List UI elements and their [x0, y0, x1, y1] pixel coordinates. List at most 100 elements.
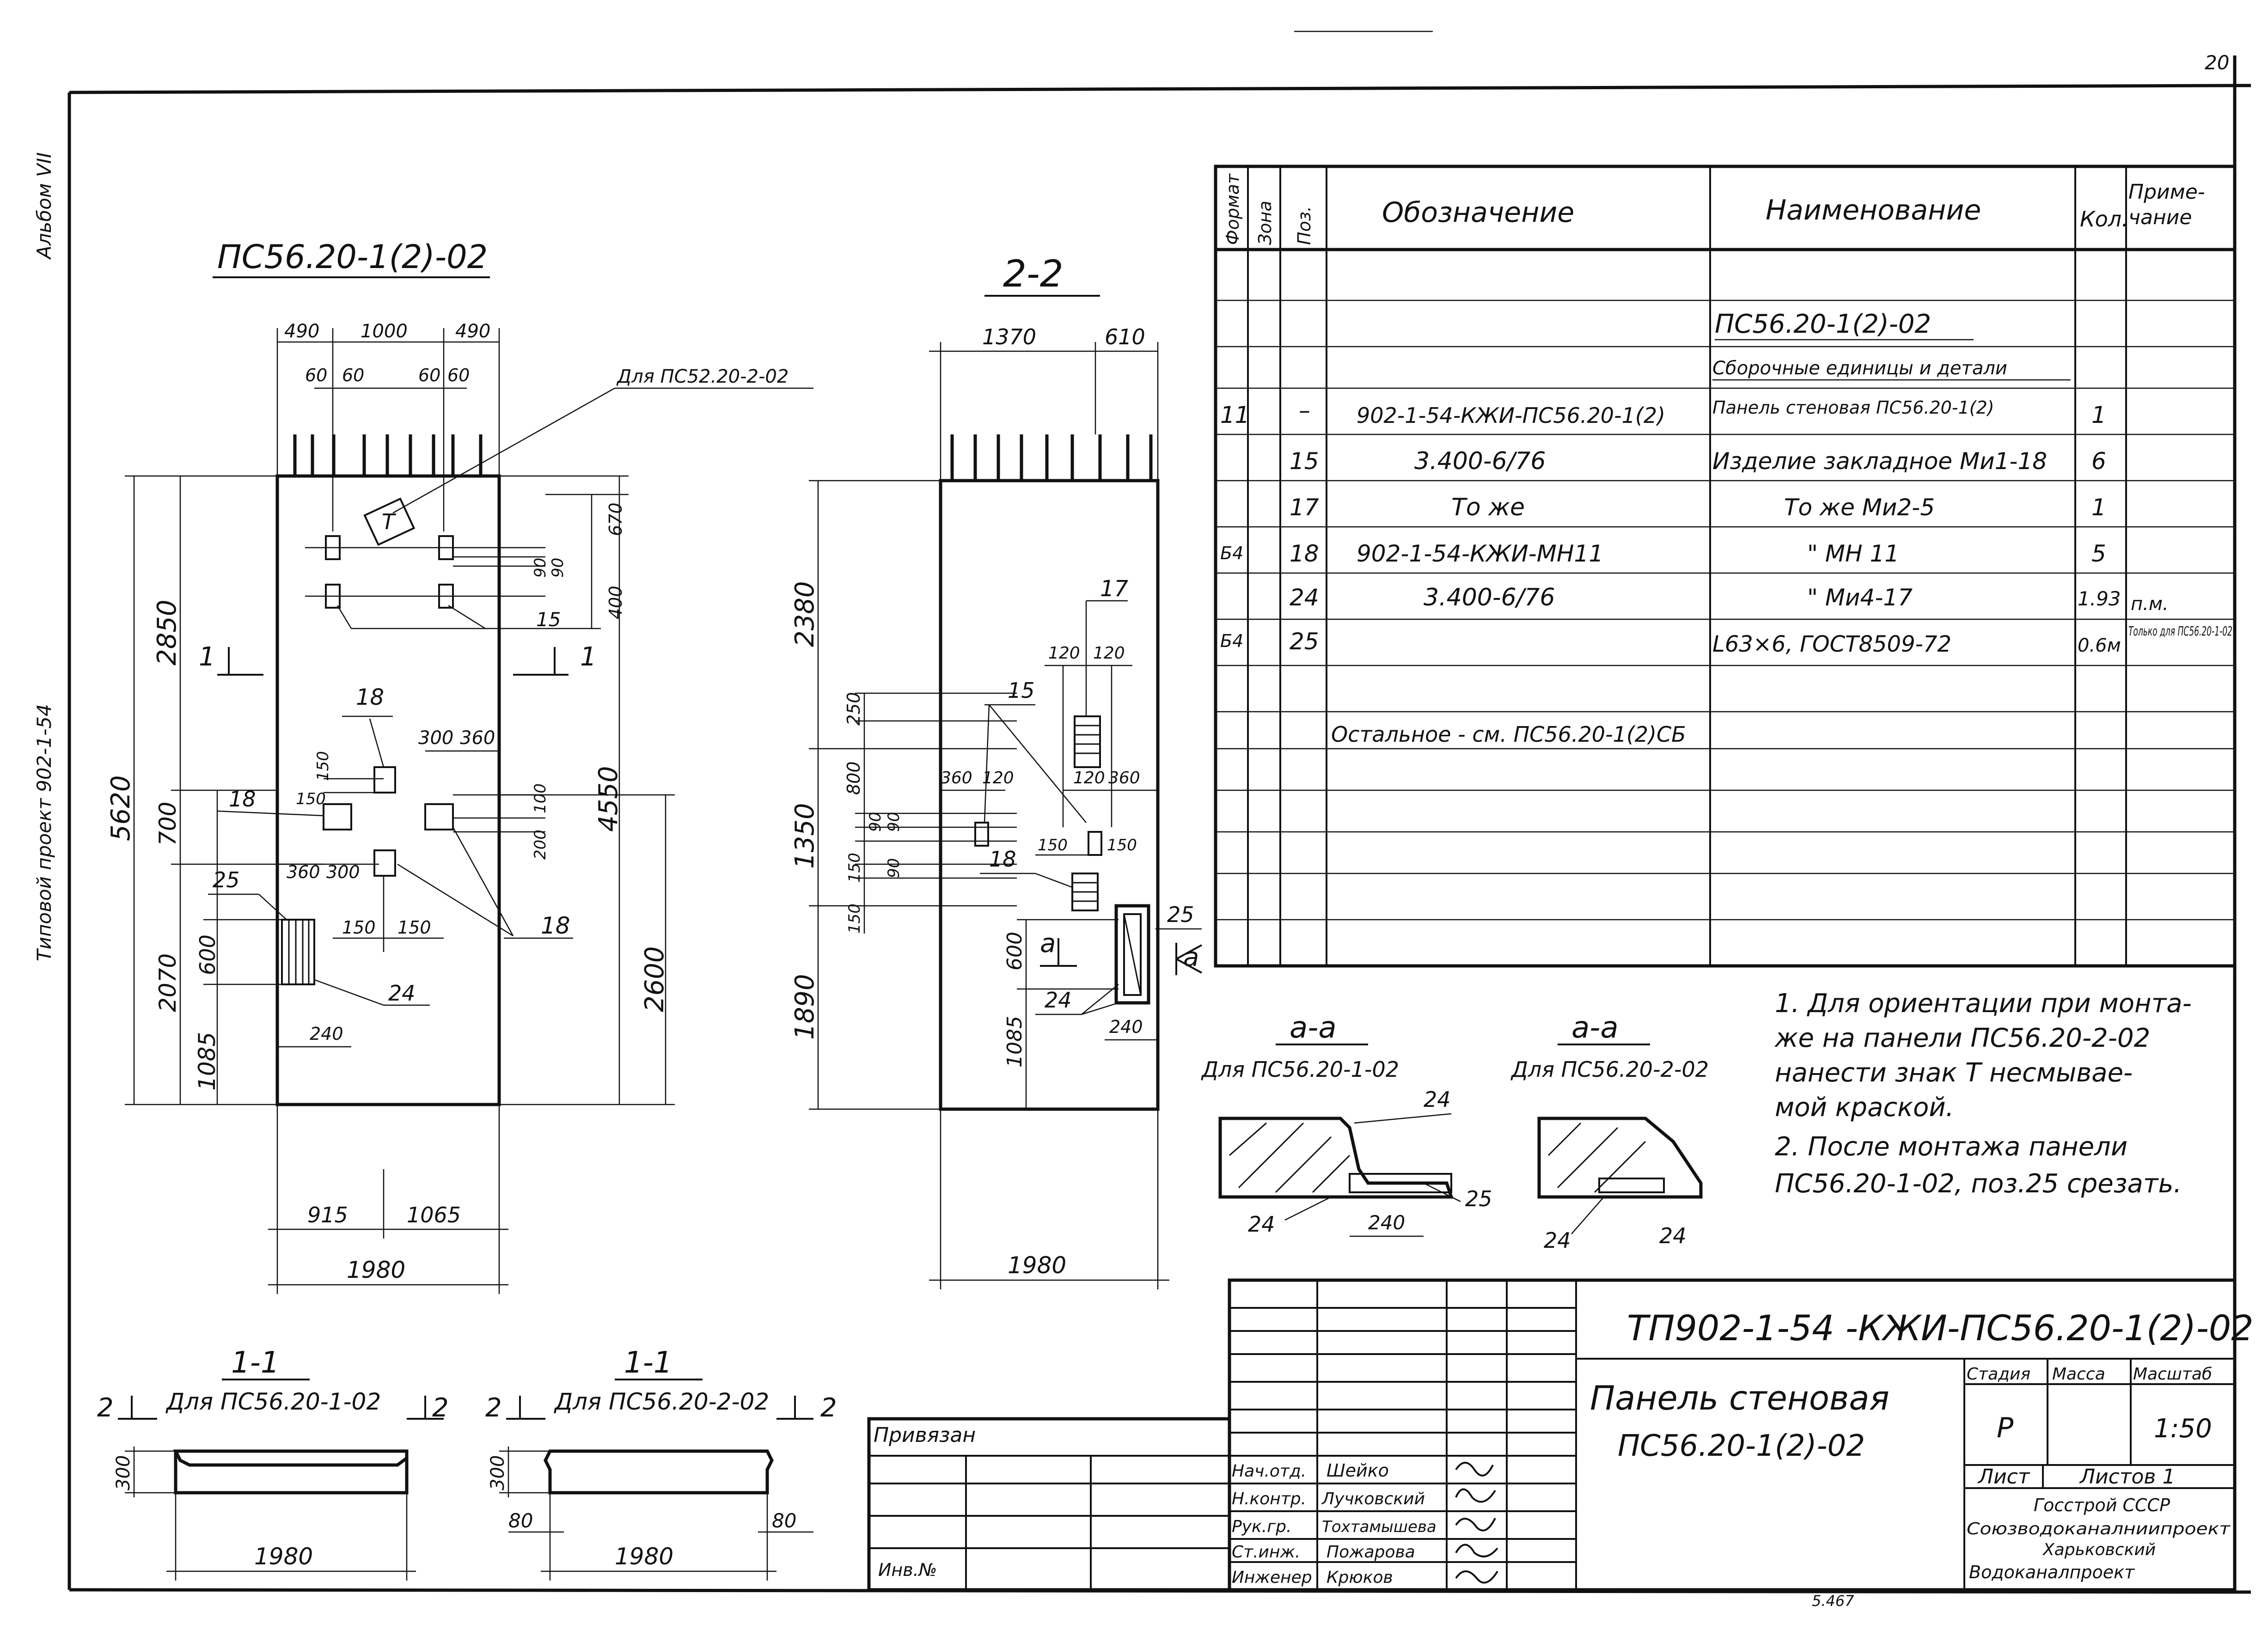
dim-5620: 5620	[106, 775, 136, 841]
dim-670: 670	[605, 502, 626, 536]
hdr-naim: Наименование	[1766, 194, 1981, 226]
tb-name: Тохтамышева	[1322, 1518, 1437, 1536]
cut-1-left: 1	[199, 642, 215, 672]
callout-note: Для ПС52.20-2-02	[616, 366, 789, 387]
row-oboz: 3.400-6/76	[1424, 584, 1555, 611]
dim-600: 600	[195, 934, 220, 975]
s11b-dim-80-right: 80	[772, 1509, 796, 1532]
dim-60-c: 60	[418, 365, 440, 385]
label-18-right: 18	[541, 912, 570, 939]
s11b-dim-1980: 1980	[615, 1543, 673, 1570]
dim-150-22b: 150	[845, 903, 864, 934]
row-prim: п.м.	[2131, 593, 2169, 615]
dim-610: 610	[1105, 324, 1145, 349]
dim-150-c: 150	[342, 917, 376, 938]
dim-4550: 4550	[593, 766, 624, 832]
dim-top-1000: 1000	[361, 321, 408, 342]
row-kol: 1	[2091, 402, 2106, 428]
row-oboz: То же	[1451, 494, 1525, 521]
dim-90a: 90	[531, 558, 550, 578]
row-naim: Панель стеновая ПС56.20-1(2)	[1712, 397, 1994, 418]
tb-name: Крюков	[1327, 1568, 1393, 1587]
dim-2850: 2850	[152, 599, 182, 665]
row-pos: 11	[1220, 402, 1250, 428]
dim-150-left: 150	[296, 790, 326, 808]
aa1-label-24-bot: 24	[1248, 1212, 1275, 1237]
label-15-main: 15	[536, 608, 561, 631]
rebar-outlets-22	[950, 434, 1153, 481]
dim-360-bot: 360	[287, 862, 320, 882]
hdr-oboz: Обозначение	[1382, 196, 1574, 229]
hdr-kol: Кол.	[2080, 207, 2128, 232]
section-22-title: 2-2	[1003, 252, 1064, 295]
tb-org2: Союзводоканалниипроект	[1967, 1520, 2231, 1538]
row-naim: L63×6, ГОСТ8509-72	[1712, 631, 1951, 657]
spec-subtitle-row: Сборочные единицы и детали	[1712, 358, 2007, 379]
dim-2600: 2600	[640, 946, 670, 1012]
dim-300-bot: 300	[326, 862, 360, 882]
spec-row: Б4 25 L63×6, ГОСТ8509-72 0.6м Только для…	[1220, 623, 2232, 657]
hdr-pos: Поз.	[1294, 206, 1314, 245]
bottom-stamp: 5.467	[1812, 1592, 1854, 1610]
aa2-subtitle: Для ПС56.20-2-02	[1510, 1057, 1709, 1082]
dim-2380: 2380	[790, 581, 820, 647]
dim-60-a: 60	[305, 365, 327, 385]
row-oboz: 902-1-54-КЖИ-МН11	[1357, 540, 1603, 567]
note-line: ПС56.20-1-02, поз.25 срезать.	[1775, 1169, 2182, 1199]
aa1-subtitle: Для ПС56.20-1-02	[1201, 1057, 1399, 1082]
spec-row: Б4 18 902-1-54-КЖИ-МН11 " МН 11 5	[1220, 540, 2106, 567]
mark-t: Т	[382, 509, 397, 534]
s11b-cut-right: 2	[820, 1393, 837, 1423]
notes: 1. Для ориентации при монта- же на панел…	[1774, 989, 2192, 1199]
s11a-dim-1980: 1980	[254, 1543, 313, 1570]
row-kol: 1	[2091, 494, 2106, 521]
note-line: мой краской.	[1775, 1093, 1954, 1123]
dim-90-1: 90	[866, 812, 885, 832]
tb-role: Н.контр.	[1232, 1489, 1306, 1508]
row-kol: 0.6м	[2078, 635, 2121, 656]
tb-sheet-label: Лист	[1977, 1465, 2030, 1489]
tb-scale-label: Масштаб	[2133, 1365, 2212, 1384]
tb-org3: Харьковский	[2042, 1540, 2156, 1559]
row-kol: 6	[2091, 448, 2106, 475]
row-pos: 25	[1290, 628, 1319, 655]
tb-name: Шейко	[1327, 1460, 1389, 1481]
dim-90b: 90	[549, 558, 567, 578]
aa2-label-24-a: 24	[1544, 1228, 1571, 1253]
cut-1-right: 1	[580, 642, 597, 672]
label-25-22: 25	[1167, 902, 1194, 927]
dim-800: 800	[844, 761, 864, 795]
row-naim: " МН 11	[1807, 540, 1899, 567]
label-18-22: 18	[989, 847, 1016, 872]
label-150-22: 150	[1038, 836, 1068, 855]
row-kol: 5	[2091, 540, 2106, 567]
s11b-subtitle: Для ПС56.20-2-02	[554, 1388, 769, 1415]
privyazan-label: Привязан	[874, 1423, 976, 1447]
dim-1980-main: 1980	[347, 1257, 405, 1283]
section-1-1-b: 1-1 2 Для ПС56.20-2-02 2 300 80 80 1980	[485, 1346, 837, 1581]
aa1-dim-240: 240	[1368, 1211, 1405, 1234]
row-naim: Изделие закладное Ми1-18	[1712, 448, 2047, 475]
tb-role: Нач.отд.	[1232, 1462, 1306, 1481]
label-24-main: 24	[388, 981, 416, 1006]
row-format: Б4	[1220, 543, 1243, 563]
dim-150-d: 150	[397, 917, 431, 938]
row-naim: То же Ми2-5	[1784, 494, 1935, 521]
row-naim: " Ми4-17	[1807, 584, 1913, 611]
aa2-label-24-b: 24	[1659, 1223, 1687, 1248]
dim-120-22: 120	[982, 769, 1014, 787]
dim-120-a: 120	[1048, 644, 1080, 663]
aa1-label-24-top: 24	[1424, 1087, 1451, 1112]
dim-150-22a: 150	[845, 853, 864, 883]
label-24-22: 24	[1045, 988, 1072, 1013]
row-pos: 15	[1290, 448, 1319, 475]
tb-name1: Панель стеновая	[1590, 1379, 1889, 1417]
s11a-cut-left: 2	[97, 1393, 114, 1423]
section-aa-1: а-а Для ПС56.20-1-02 24 25 24 240	[1201, 1011, 1492, 1237]
row-oboz: 902-1-54-КЖИ-ПС56.20-1(2)	[1357, 403, 1665, 428]
dim-1085: 1085	[194, 1032, 220, 1091]
dim-1890: 1890	[790, 974, 820, 1040]
dim-top-490-right: 490	[455, 321, 490, 342]
tb-role: Инженер	[1232, 1568, 1312, 1587]
tb-signatures: Нач.отд. Шейко Н.контр. Лучковский Рук.г…	[1232, 1460, 1498, 1587]
